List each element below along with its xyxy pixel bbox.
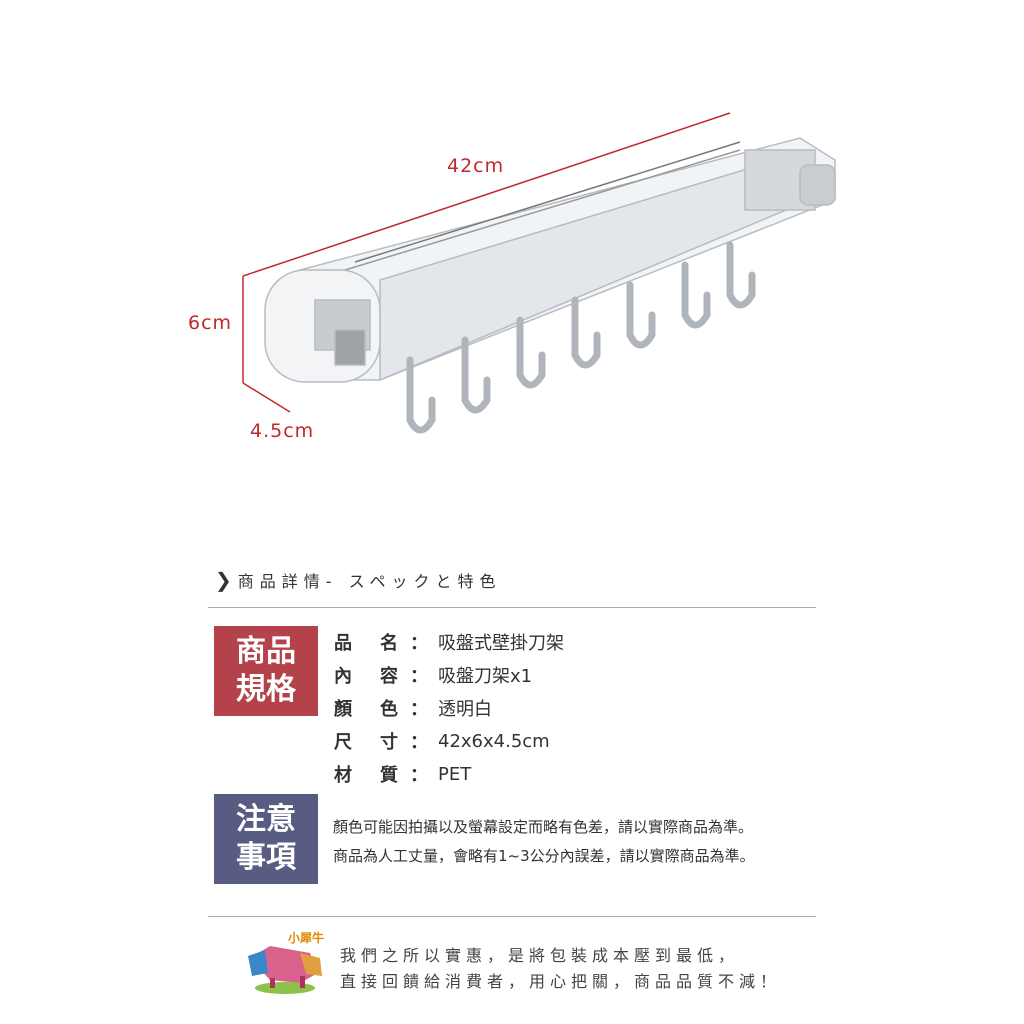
note-line: 商品為人工丈量，會略有1~3公分內誤差，請以實際商品為準。	[333, 847, 755, 865]
spec-row: 材質：PET	[334, 759, 471, 789]
svg-text:小犀牛: 小犀牛	[288, 930, 324, 945]
note-label-box: 注意事項	[214, 794, 318, 884]
chevron-right-icon: ❯	[215, 568, 232, 592]
spec-row: 品名：吸盤式壁掛刀架	[334, 627, 564, 657]
depth-label: 4.5cm	[250, 420, 315, 442]
spec-label-line: 商品	[236, 634, 296, 669]
spec-value: 吸盤刀架x1	[438, 666, 533, 687]
spec-row: 尺寸：42x6x4.5cm	[334, 726, 550, 756]
dimension-lines	[242, 112, 731, 413]
spec-colon: ：	[410, 765, 428, 786]
spec-key-char: 色	[380, 699, 398, 720]
spec-key: 內容	[334, 662, 398, 688]
spec-row: 顏色：透明白	[334, 693, 492, 723]
spec-key-char: 品	[334, 633, 352, 654]
spec-colon: ：	[410, 699, 428, 720]
spec-key-char: 尺	[334, 732, 352, 753]
spec-label-box: 商品規格	[214, 626, 318, 716]
spec-key-char: 質	[380, 765, 398, 786]
product-illustration	[242, 112, 836, 434]
section-title-text: 商品詳情- スペックと特色	[237, 572, 502, 591]
spec-label-line: 規格	[236, 672, 296, 707]
spec-key: 品名	[334, 629, 398, 655]
length-label: 42cm	[447, 155, 505, 177]
slogan-line: 直接回饋給消費者，用心把關，商品品質不減！	[340, 972, 782, 991]
note-label-line: 注意	[236, 802, 296, 837]
spec-key-char: 寸	[380, 732, 398, 753]
spec-key-char: 材	[334, 765, 352, 786]
spec-value: 吸盤式壁掛刀架	[438, 633, 564, 654]
spec-key-char: 名	[380, 633, 398, 654]
hooks	[406, 241, 756, 434]
divider	[208, 916, 816, 917]
spec-key: 顏色	[334, 695, 398, 721]
spec-key: 尺寸	[334, 728, 398, 754]
spec-colon: ：	[410, 633, 428, 654]
rhino-mascot-logo: 小犀牛	[248, 930, 324, 994]
spec-value: 透明白	[438, 699, 492, 720]
height-label: 6cm	[188, 312, 233, 334]
spec-colon: ：	[410, 732, 428, 753]
section-title: ❯ 商品詳情- スペックと特色	[215, 568, 502, 592]
divider	[208, 607, 816, 608]
spec-key-char: 內	[334, 666, 352, 687]
spec-row: 內容：吸盤刀架x1	[334, 660, 532, 690]
spec-key-char: 顏	[334, 699, 352, 720]
note-line: 顏色可能因拍攝以及螢幕設定而略有色差，請以實際商品為準。	[333, 818, 754, 836]
spec-value: PET	[438, 763, 472, 785]
note-label-line: 事項	[236, 840, 296, 875]
spec-key-char: 容	[380, 666, 398, 687]
slogan-line: 我們之所以實惠，是將包裝成本壓到最低，	[340, 946, 740, 965]
spec-value: 42x6x4.5cm	[438, 730, 550, 752]
spec-colon: ：	[410, 666, 428, 687]
knife-rack	[264, 137, 836, 383]
spec-key: 材質	[334, 761, 398, 787]
